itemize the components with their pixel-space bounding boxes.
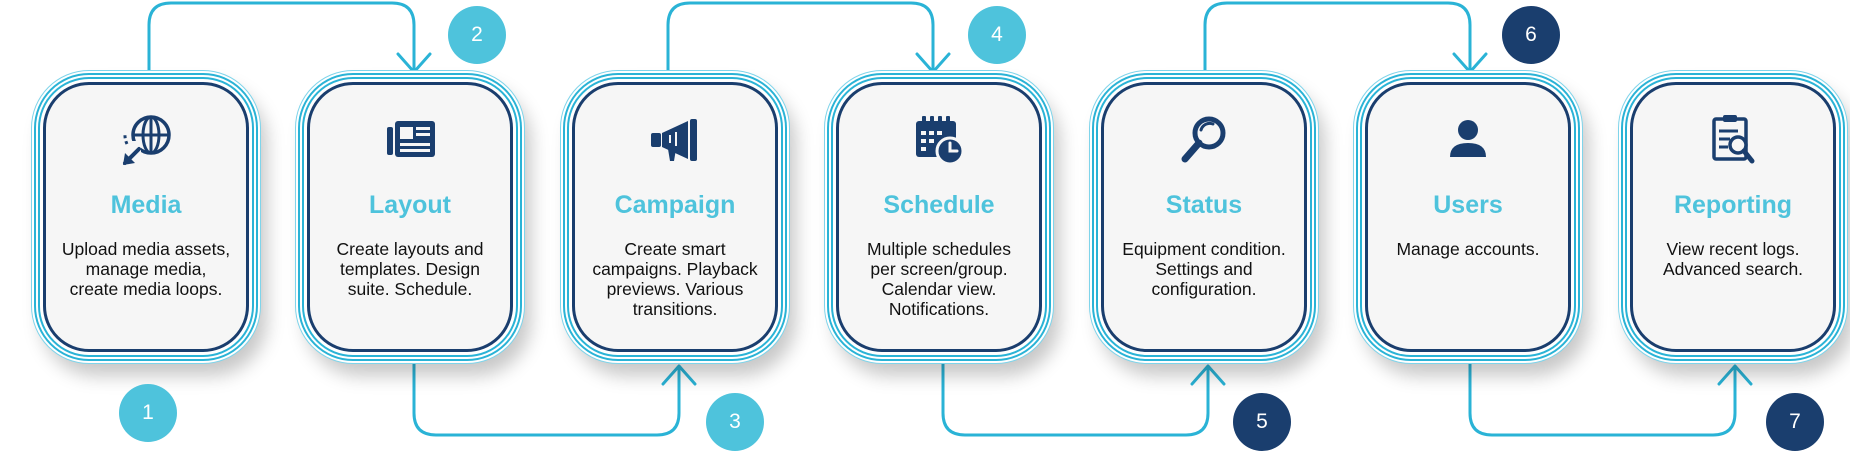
user-icon [1439, 111, 1497, 169]
step-badge-3: 3 [706, 393, 764, 451]
step-card-status: Status Equipment condition. Settings and… [1101, 82, 1307, 352]
step-badge-5: 5 [1233, 393, 1291, 451]
step-description: Create smart campaigns. Playback preview… [592, 239, 758, 319]
step-badge-2: 2 [448, 6, 506, 64]
connector-campaign-schedule [666, 1, 951, 78]
step-title: Layout [369, 191, 451, 219]
report-search-icon [1704, 111, 1762, 169]
step-card-reporting: Reporting View recent logs. Advanced sea… [1630, 82, 1836, 352]
step-description: Upload media assets, manage media, creat… [61, 239, 231, 299]
step-description: Multiple schedules per screen/group. Cal… [867, 239, 1011, 319]
magnifier-icon [1175, 111, 1233, 169]
step-badge-1: 1 [119, 384, 177, 442]
step-badge-6: 6 [1502, 6, 1560, 64]
step-description: View recent logs. Advanced search. [1662, 239, 1804, 279]
connector-status-users [1203, 1, 1488, 78]
step-badge-7: 7 [1766, 393, 1824, 451]
step-description: Equipment condition. Settings and config… [1122, 239, 1286, 299]
step-title: Schedule [883, 191, 995, 219]
step-title: Media [110, 191, 182, 219]
step-card-campaign: Campaign Create smart campaigns. Playbac… [572, 82, 778, 352]
step-title: Users [1433, 191, 1503, 219]
globe-arrow-icon [117, 111, 175, 169]
step-card-schedule: Schedule Multiple schedules per screen/g… [836, 82, 1042, 352]
connector-schedule-status [941, 362, 1226, 437]
connector-layout-campaign [412, 362, 697, 437]
step-title: Campaign [614, 191, 736, 219]
step-description: Manage accounts. [1396, 239, 1540, 259]
megaphone-icon [646, 111, 704, 169]
connector-users-reporting [1468, 362, 1753, 437]
calendar-clock-icon [910, 111, 968, 169]
step-card-media: Media Upload media assets, manage media,… [43, 82, 249, 352]
newspaper-icon [381, 111, 439, 169]
connector-media-layout [147, 1, 432, 78]
step-badge-4: 4 [968, 6, 1026, 64]
step-description: Create layouts and templates. Design sui… [336, 239, 484, 299]
step-title: Status [1165, 191, 1243, 219]
step-title: Reporting [1673, 191, 1793, 219]
step-card-layout: Layout Create layouts and templates. Des… [307, 82, 513, 352]
step-card-users: Users Manage accounts. [1365, 82, 1571, 352]
